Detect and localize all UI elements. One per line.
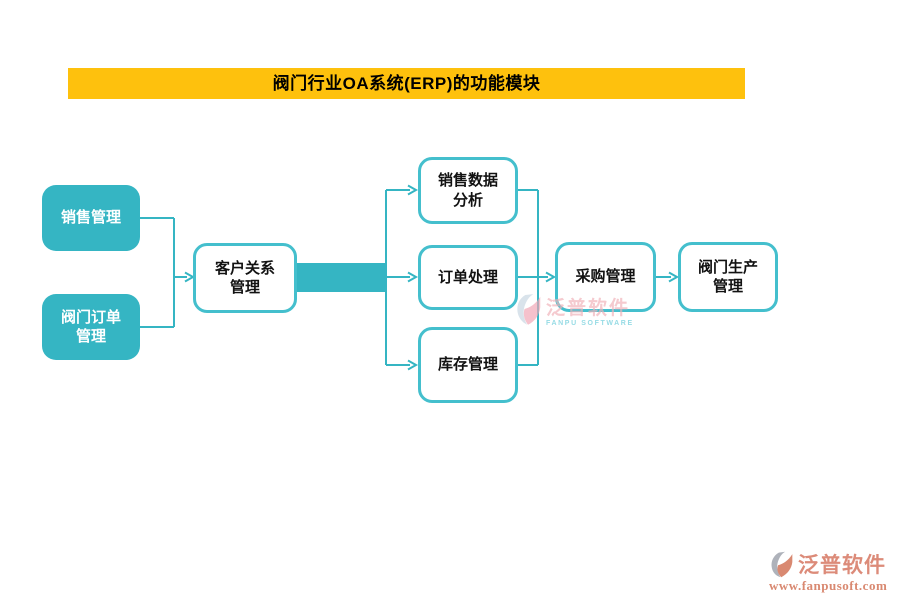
node-label: 管理 [229,279,260,296]
node-label: 销售数据 [437,172,498,189]
node-inventory-management: 库存管理 [418,327,518,403]
node-label: 阀门生产 [697,258,758,276]
node-valve-production-management: 阀门生产 管理 [678,242,778,312]
corner-brand-text: 泛普软件 [798,554,886,577]
title-banner: 阀门行业OA系统(ERP)的功能模块 [68,68,745,99]
node-label: 管理 [75,328,106,345]
node-customer-relationship-management: 客户关系 管理 [193,243,297,313]
node-label: 库存管理 [437,356,498,374]
node-sales-data-analysis: 销售数据 分析 [418,157,518,224]
node-label: 管理 [712,278,743,295]
website-url: www.fanpusoft.com [769,578,888,593]
node-label: 客户关系 [214,259,275,277]
node-order-processing: 订单处理 [418,245,518,310]
corner-watermark: 泛普软件 www.fanpusoft.com [769,549,887,594]
page-title: 阀门行业OA系统(ERP)的功能模块 [272,74,541,93]
fanpu-logo-icon [517,294,541,325]
node-label: 阀门订单 [60,308,121,326]
node-label: 订单处理 [437,268,498,286]
watermark-subtitle-text: FANPU SOFTWARE [546,320,634,327]
fanpu-logo-icon [771,551,793,577]
node-sales-management: 销售管理 [42,185,140,251]
node-label: 分析 [452,191,483,209]
node-purchase-management: 采购管理 [555,242,656,312]
node-label: 销售管理 [60,209,121,227]
crm-thick-bar [296,263,386,292]
node-valve-order-management: 阀门订单 管理 [42,294,140,360]
node-label: 采购管理 [575,268,636,286]
